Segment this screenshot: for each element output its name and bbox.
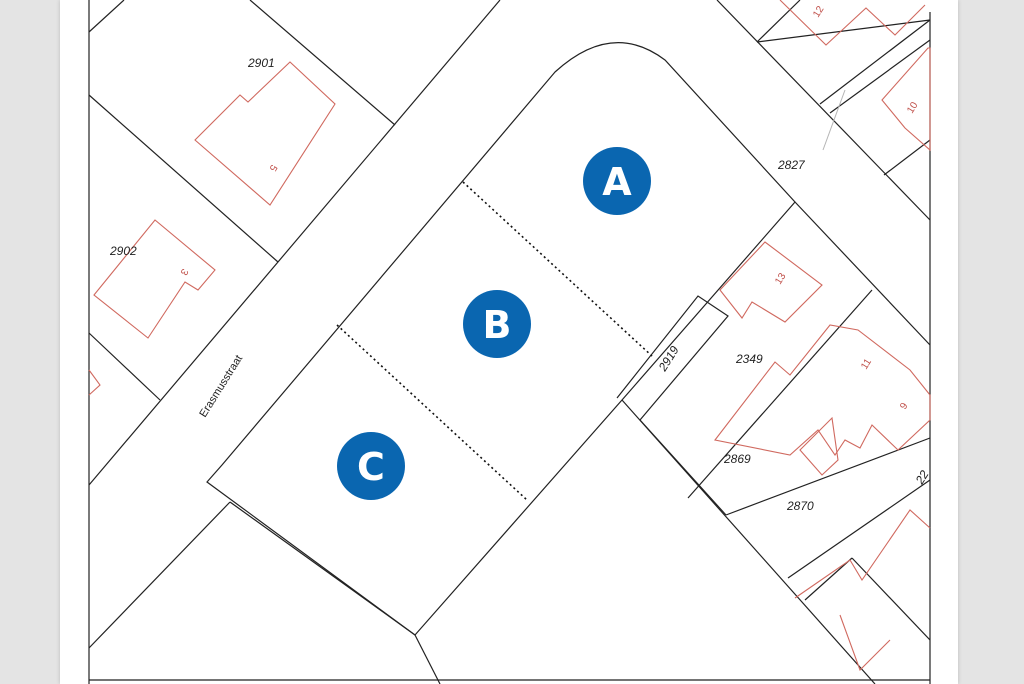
building-outline bbox=[794, 509, 931, 599]
street-label: Erasmusstraat bbox=[197, 353, 245, 420]
parcel-boundary bbox=[88, 0, 125, 33]
house-number-9: 9 bbox=[898, 401, 911, 412]
building-outline bbox=[779, 0, 926, 46]
parcel-boundary bbox=[804, 557, 853, 601]
plot-marker-c-circle bbox=[337, 432, 405, 500]
parcel-boundary bbox=[88, 94, 279, 263]
parcel-label-2827: 2827 bbox=[777, 158, 806, 172]
parcel-boundary bbox=[756, 0, 801, 43]
parcel-2919-outline bbox=[616, 295, 729, 421]
parcel-label-2870: 2870 bbox=[786, 499, 814, 513]
parcel-boundary bbox=[229, 501, 416, 636]
building-outline bbox=[714, 324, 931, 456]
building-outline bbox=[719, 241, 823, 323]
parcel-label-2869: 2869 bbox=[723, 452, 751, 466]
parcel-boundary bbox=[249, 0, 396, 126]
parcel-boundary bbox=[621, 399, 876, 684]
parcel-boundary bbox=[883, 139, 931, 176]
plot-marker-c-label: C bbox=[357, 445, 385, 489]
parcel-boundary bbox=[687, 289, 873, 499]
parcel-label-2919: 2919 bbox=[655, 343, 682, 374]
plot-marker-b-circle bbox=[463, 290, 531, 358]
label-leader-line bbox=[822, 89, 846, 151]
street-edge-west bbox=[88, 0, 501, 486]
parcel-boundary bbox=[819, 19, 931, 105]
plot-marker-c[interactable]: C bbox=[337, 432, 405, 500]
building-outline bbox=[799, 416, 839, 476]
parcel-boundary bbox=[414, 634, 441, 684]
parcel-label-2902: 2902 bbox=[109, 244, 137, 258]
cadastral-map-sheet: 2901 2902 2827 2919 2349 2869 2870 22 5 … bbox=[60, 0, 958, 684]
parcel-boundary bbox=[794, 201, 931, 346]
plot-marker-a-circle bbox=[583, 147, 651, 215]
building-outline bbox=[88, 369, 101, 396]
house-number-13: 13 bbox=[773, 271, 788, 287]
plot-marker-a-label: A bbox=[602, 160, 632, 204]
parcel-boundary bbox=[829, 39, 931, 114]
building-outline bbox=[194, 61, 336, 206]
parcel-boundary bbox=[756, 19, 931, 43]
house-number-12: 12 bbox=[811, 4, 826, 20]
plot-marker-b-label: B bbox=[483, 303, 512, 347]
house-number-11: 11 bbox=[859, 357, 874, 372]
street-edge-east bbox=[716, 0, 931, 221]
building-outline bbox=[881, 47, 931, 152]
parcel-label-2349: 2349 bbox=[735, 352, 763, 366]
house-number-5: 5 bbox=[266, 163, 279, 174]
parcel-boundary bbox=[787, 479, 931, 579]
building-outline bbox=[839, 614, 891, 671]
plot-block-outline bbox=[206, 42, 796, 636]
parcel-label-2901: 2901 bbox=[247, 56, 275, 70]
plot-divider-b-c bbox=[336, 324, 528, 501]
parcel-label-22: 22 bbox=[912, 468, 932, 488]
parcel-boundary bbox=[851, 557, 931, 641]
building-outline bbox=[93, 219, 216, 339]
house-number-10: 10 bbox=[905, 100, 920, 116]
plot-marker-a[interactable]: A bbox=[583, 147, 651, 215]
plot-marker-b[interactable]: B bbox=[463, 290, 531, 358]
cadastral-map: 2901 2902 2827 2919 2349 2869 2870 22 5 … bbox=[88, 0, 932, 684]
house-number-3: 3 bbox=[177, 267, 190, 278]
street-edge-west-lower bbox=[88, 501, 231, 649]
parcel-boundary bbox=[725, 437, 931, 516]
parcel-boundary bbox=[88, 332, 161, 401]
